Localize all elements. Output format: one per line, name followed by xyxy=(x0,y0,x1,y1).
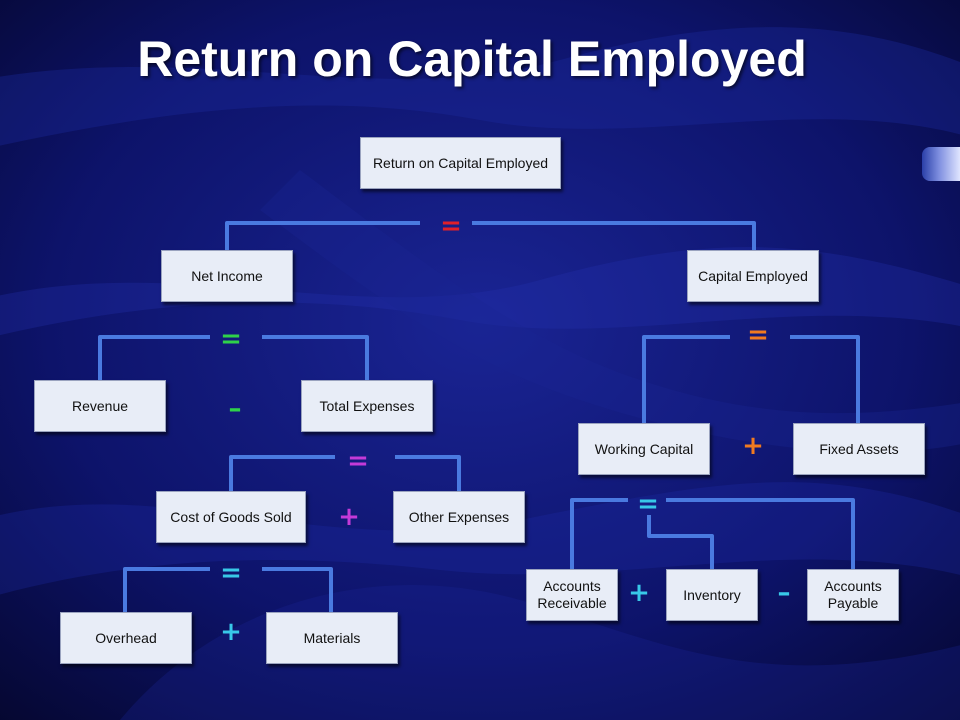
connector-wc-middle xyxy=(647,515,714,569)
box-return-on-capital-employed: Return on Capital Employed xyxy=(360,137,561,189)
box-other-expenses: Other Expenses xyxy=(393,491,525,543)
connector-ce-left xyxy=(642,335,730,423)
equals-sign-net-income: = xyxy=(220,324,242,354)
equals-sign-total-expenses: = xyxy=(347,446,369,476)
connector-ce-right xyxy=(790,335,860,423)
box-revenue: Revenue xyxy=(34,380,166,432)
box-working-capital: Working Capital xyxy=(578,423,710,475)
connector-te-right xyxy=(395,455,461,491)
equals-sign-working-capital: = xyxy=(637,489,659,519)
equals-sign-capital-employed: = xyxy=(747,320,769,350)
minus-sign-revenue: – xyxy=(228,394,242,424)
plus-sign-overhead: + xyxy=(220,617,242,647)
connector-ni-right xyxy=(262,335,369,380)
equals-sign-roce: = xyxy=(440,211,462,241)
connector-cogs-right xyxy=(262,567,333,612)
connector-cogs-left xyxy=(123,567,210,612)
equals-sign-cogs: = xyxy=(220,558,242,588)
box-net-income: Net Income xyxy=(161,250,293,302)
plus-sign-cogs: + xyxy=(338,502,360,532)
box-capital-employed: Capital Employed xyxy=(687,250,819,302)
box-accounts-payable: Accounts Payable xyxy=(807,569,899,621)
connector-wc-left xyxy=(570,498,628,569)
decorative-tab xyxy=(922,147,960,181)
plus-sign-working-capital: + xyxy=(742,431,764,461)
minus-sign-payable: – xyxy=(777,578,791,608)
slide-title: Return on Capital Employed xyxy=(137,31,807,87)
connector-te-left xyxy=(229,455,335,491)
connector-roce-left xyxy=(225,221,420,250)
plus-sign-receivable: + xyxy=(628,578,650,608)
box-cost-of-goods-sold: Cost of Goods Sold xyxy=(156,491,306,543)
connector-roce-right xyxy=(472,221,756,250)
box-fixed-assets: Fixed Assets xyxy=(793,423,925,475)
connector-wc-right xyxy=(666,498,855,569)
box-accounts-receivable: Accounts Receivable xyxy=(526,569,618,621)
box-materials: Materials xyxy=(266,612,398,664)
box-total-expenses: Total Expenses xyxy=(301,380,433,432)
box-inventory: Inventory xyxy=(666,569,758,621)
box-overhead: Overhead xyxy=(60,612,192,664)
connector-ni-left xyxy=(98,335,210,380)
